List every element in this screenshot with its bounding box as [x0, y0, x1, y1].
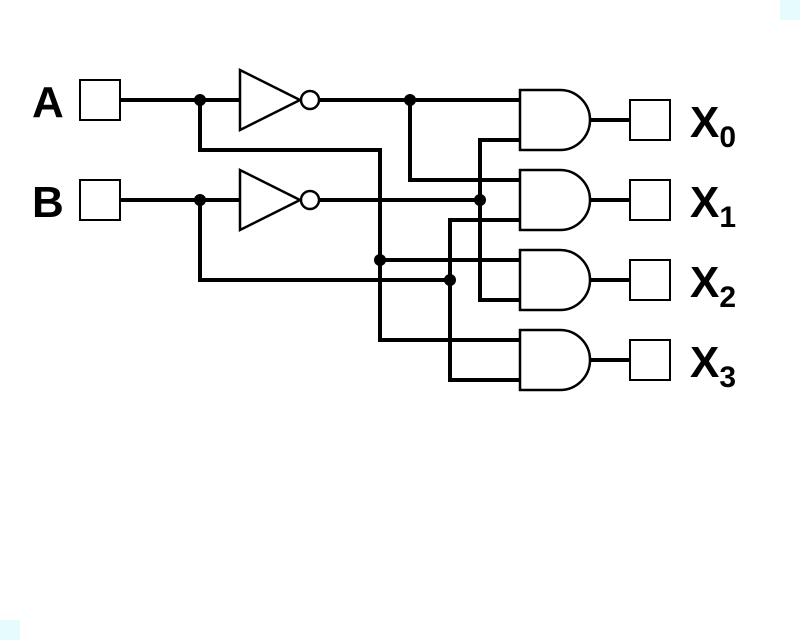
input-pin-a	[79, 79, 121, 121]
output-pin-x3	[629, 339, 671, 381]
inverter-bubble	[299, 89, 321, 111]
junction-dot	[194, 94, 206, 106]
corner-marker-bottom-left	[0, 620, 20, 640]
output-pin-x2	[629, 259, 671, 301]
wire-b-bar-down	[478, 198, 522, 302]
input-label-b: B	[32, 178, 64, 227]
junction-dot	[194, 194, 206, 206]
wire-a-branch	[198, 98, 522, 342]
output-label-x2: X2	[690, 258, 736, 314]
wire-b-bar-up	[478, 138, 522, 202]
and-gate-1	[518, 168, 592, 232]
junction-dot	[404, 94, 416, 106]
output-label-sub: 2	[719, 281, 736, 314]
not-gate-b	[238, 167, 321, 233]
output-label-x1: X1	[690, 178, 736, 234]
inverter-bubble	[299, 189, 321, 211]
output-label-base: X	[690, 258, 719, 307]
output-label-x0: X0	[690, 98, 736, 154]
not-gate-a	[238, 67, 321, 133]
and-gate-0	[518, 88, 592, 152]
junction-dot	[444, 274, 456, 286]
junction-dot	[474, 194, 486, 206]
output-label-base: X	[690, 98, 719, 147]
wires	[118, 98, 632, 382]
output-pin-x0	[629, 99, 671, 141]
junctions	[194, 94, 486, 286]
junction-dot	[374, 254, 386, 266]
and-gate-3	[518, 328, 592, 392]
output-label-base: X	[690, 338, 719, 387]
input-label-a: A	[32, 78, 64, 127]
output-label-x3: X3	[690, 338, 736, 394]
input-pin-b	[79, 179, 121, 221]
output-label-sub: 0	[719, 121, 736, 154]
corner-marker-top-right	[780, 0, 800, 20]
and-gate-2	[518, 248, 592, 312]
wire-a-bar-branch	[408, 98, 522, 182]
output-label-sub: 1	[719, 201, 736, 234]
output-pin-x1	[629, 179, 671, 221]
wire-b-vertical	[448, 218, 522, 382]
output-label-base: X	[690, 178, 719, 227]
output-label-sub: 3	[719, 361, 736, 394]
wire-b-branch	[198, 198, 452, 282]
